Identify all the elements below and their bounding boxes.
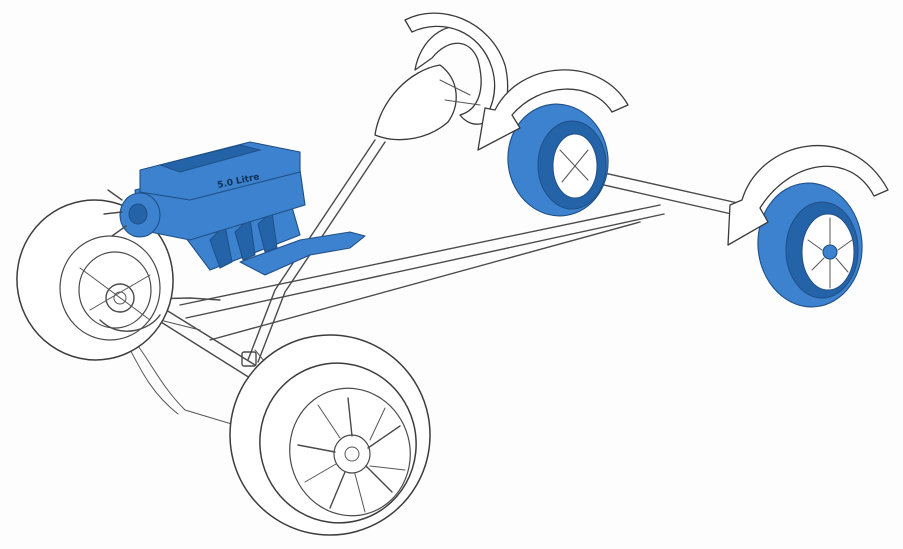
engine: 5.0 Litre: [103, 141, 366, 276]
steering-column: [241, 139, 386, 367]
front-left-wheel: [16, 199, 174, 361]
rear-left-rotation-arrow: [477, 69, 629, 151]
rear-right-rotation-arrow: [727, 144, 889, 246]
front-right-wheel: [229, 334, 431, 536]
rear-right-wheel: [757, 182, 863, 308]
rear-left-wheel: [507, 103, 609, 217]
